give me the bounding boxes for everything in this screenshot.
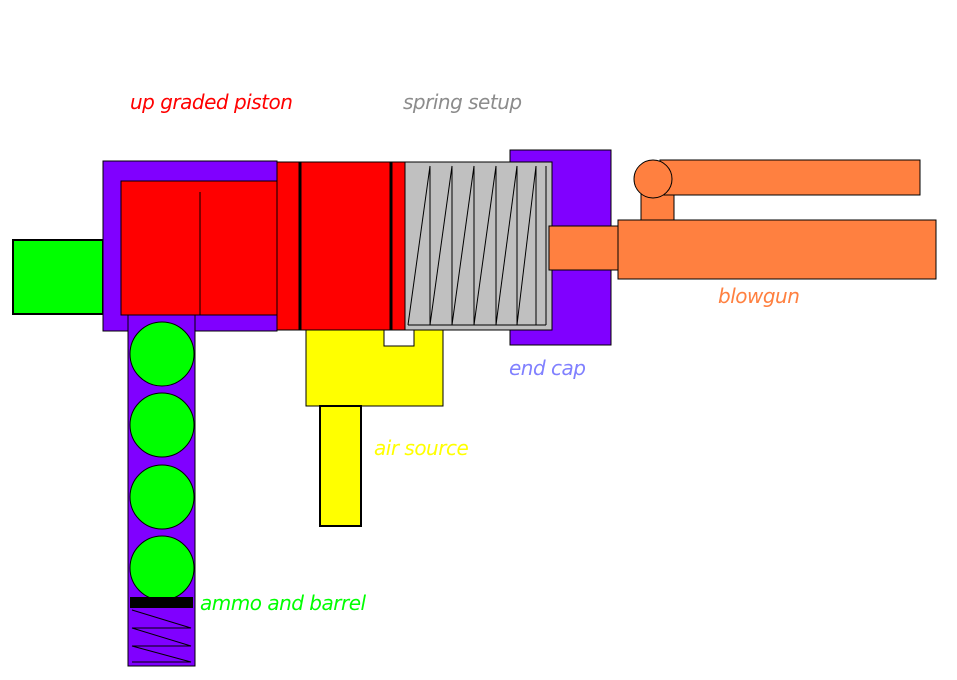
blowgun-barrel	[617, 219, 937, 280]
magazine-follower	[130, 597, 193, 608]
magazine-spring	[131, 609, 192, 663]
ammo-ball	[129, 392, 195, 458]
housing-inner-chamber	[120, 180, 278, 316]
ammo-ball	[129, 321, 195, 387]
upgraded-piston	[276, 161, 406, 331]
blowgun-rod	[548, 225, 619, 271]
label-air-source: air source	[374, 436, 469, 460]
ammo-ball	[129, 535, 195, 601]
label-spring-setup: spring setup	[403, 90, 522, 114]
label-end-cap: end cap	[509, 356, 586, 380]
label-blowgun: blowgun	[718, 284, 800, 308]
rear-block	[12, 239, 104, 315]
label-ammo-and-barrel: ammo and barrel	[200, 591, 366, 615]
air-source-body	[305, 329, 444, 407]
ammo-ball	[129, 464, 195, 530]
spring-coil	[407, 165, 547, 326]
blowgun-top-bar	[659, 159, 921, 196]
air-source-notch	[383, 329, 415, 347]
air-source-tube	[319, 405, 362, 527]
label-upgraded-piston: up graded piston	[130, 90, 293, 114]
blowgun-knob	[633, 159, 673, 199]
